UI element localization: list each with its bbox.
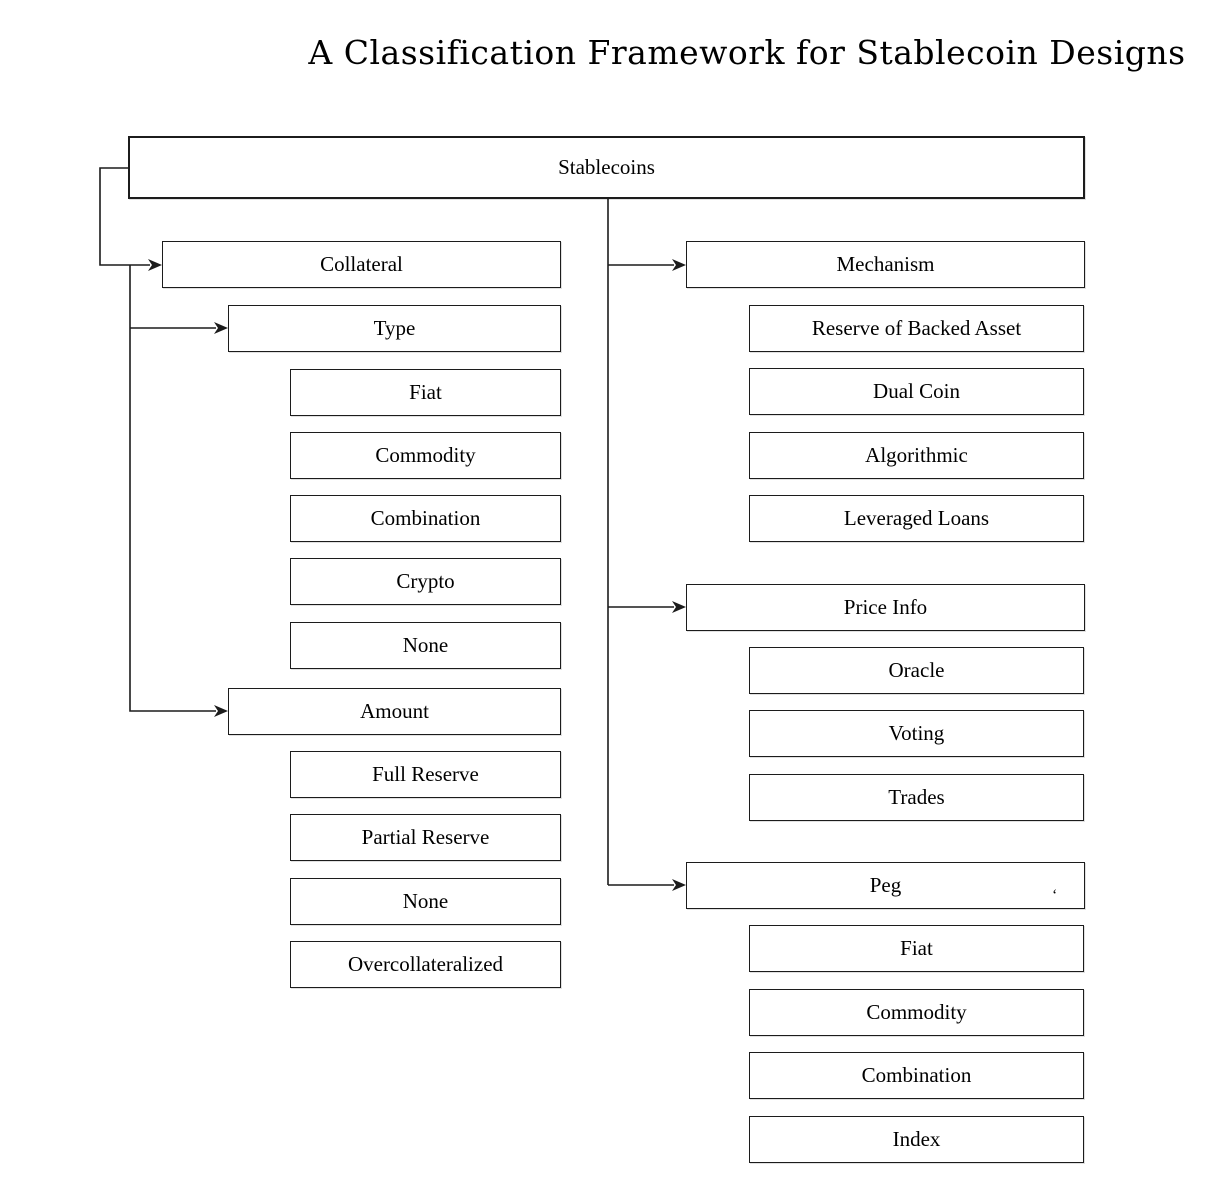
node-peg: Peg (686, 862, 1085, 909)
node-price-info-label: Price Info (843, 595, 928, 619)
node-price-info-trades: Trades (749, 774, 1084, 821)
node-amount-partial-reserve: Partial Reserve (290, 814, 561, 861)
node-amount-full-reserve: Full Reserve (290, 751, 561, 798)
node-mechanism-reserve-label: Reserve of Backed Asset (811, 316, 1022, 340)
node-type-fiat: Fiat (290, 369, 561, 416)
node-mechanism-leveraged-loans-label: Leveraged Loans (843, 506, 990, 530)
arrowhead-collateral (148, 259, 162, 271)
node-price-info: Price Info (686, 584, 1085, 631)
node-mechanism-algorithmic-label: Algorithmic (865, 443, 968, 467)
node-peg-commodity: Commodity (749, 989, 1084, 1036)
arrowhead-mechanism (672, 259, 686, 271)
node-peg-commodity-label: Commodity (866, 1000, 967, 1024)
node-collateral-label: Collateral (320, 252, 403, 276)
node-peg-combination: Combination (749, 1052, 1084, 1099)
node-price-info-voting-label: Voting (888, 721, 945, 745)
node-peg-fiat: Fiat (749, 925, 1084, 972)
node-stablecoins-label: Stablecoins (558, 155, 655, 179)
node-mechanism-dual-coin-label: Dual Coin (873, 379, 960, 403)
node-mechanism: Mechanism (686, 241, 1085, 288)
page-title: A Classification Framework for Stablecoi… (308, 33, 1186, 72)
node-type: Type (228, 305, 561, 352)
node-price-info-oracle-label: Oracle (888, 658, 945, 682)
arrowhead-price-info (672, 601, 686, 613)
node-amount: Amount (228, 688, 561, 735)
node-peg-fiat-label: Fiat (900, 936, 933, 960)
node-price-info-trades-label: Trades (888, 785, 945, 809)
node-type-commodity: Commodity (290, 432, 561, 479)
node-peg-combination-label: Combination (861, 1063, 972, 1087)
node-type-crypto-label: Crypto (396, 569, 455, 593)
edge-root-to-collateral (99, 167, 150, 266)
node-mechanism-reserve-of-backed-asset: Reserve of Backed Asset (749, 305, 1084, 352)
node-mechanism-dual-coin: Dual Coin (749, 368, 1084, 415)
node-stablecoins: Stablecoins (128, 136, 1085, 199)
node-amount-label: Amount (360, 699, 429, 723)
stray-quote-mark: ‘ (1052, 887, 1058, 904)
node-mechanism-label: Mechanism (836, 252, 935, 276)
edge-branch-type-amount (129, 265, 216, 712)
arrowhead-type (214, 322, 228, 334)
node-amount-partial-reserve-label: Partial Reserve (361, 825, 490, 849)
node-type-combination: Combination (290, 495, 561, 542)
node-peg-label: Peg (869, 873, 902, 897)
node-amount-none: None (290, 878, 561, 925)
node-amount-full-reserve-label: Full Reserve (372, 762, 479, 786)
node-amount-overcollateralized-label: Overcollateralized (347, 952, 504, 976)
node-type-fiat-label: Fiat (409, 380, 442, 404)
node-type-none-label: None (402, 633, 449, 657)
arrowhead-peg (672, 879, 686, 891)
node-price-info-oracle: Oracle (749, 647, 1084, 694)
node-peg-index-label: Index (892, 1127, 941, 1151)
node-collateral: Collateral (162, 241, 561, 288)
node-type-label: Type (373, 316, 416, 340)
node-type-none: None (290, 622, 561, 669)
node-type-commodity-label: Commodity (375, 443, 476, 467)
node-peg-index: Index (749, 1116, 1084, 1163)
node-price-info-voting: Voting (749, 710, 1084, 757)
arrowhead-amount (214, 705, 228, 717)
node-mechanism-algorithmic: Algorithmic (749, 432, 1084, 479)
node-type-combination-label: Combination (370, 506, 481, 530)
node-type-crypto: Crypto (290, 558, 561, 605)
node-amount-none-label: None (402, 889, 449, 913)
node-mechanism-leveraged-loans: Leveraged Loans (749, 495, 1084, 542)
node-amount-overcollateralized: Overcollateralized (290, 941, 561, 988)
